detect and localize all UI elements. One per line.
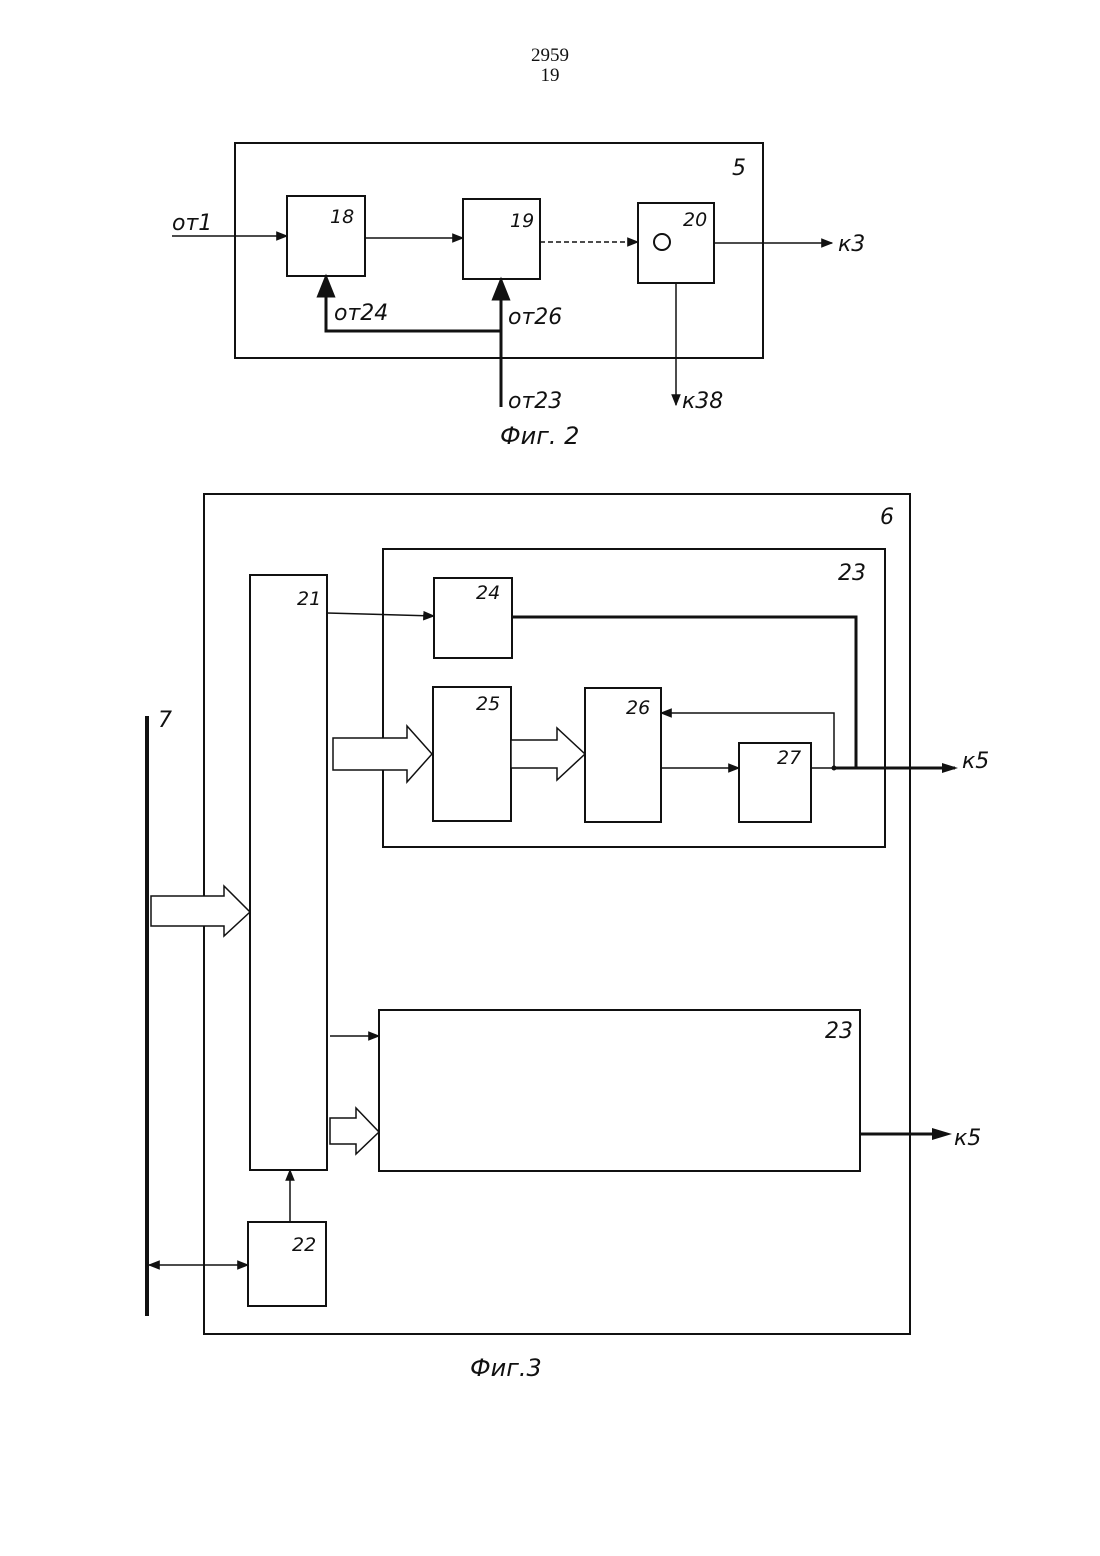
block-26-label: 26 (626, 697, 650, 719)
fig2: 5 18 19 20 от1 к3 к38 от24 от26 от23 Фиг… (172, 143, 865, 450)
block-21-label: 21 (297, 588, 321, 610)
output-to-5-top-label: к5 (962, 749, 989, 774)
sub-unit-23-bottom-label: 23 (825, 1019, 853, 1044)
output-to-5-bottom-label: к5 (954, 1126, 981, 1151)
bus-arrow-7-to-21 (151, 886, 250, 936)
arrow-21-to-24 (327, 613, 434, 616)
sub-unit-23-bottom (379, 1010, 860, 1171)
arrow-to-5-top-head (942, 763, 958, 773)
block-24-label: 24 (476, 582, 500, 604)
unit-6-frame (204, 494, 910, 1334)
output-to-38-label: к38 (682, 389, 723, 414)
block-20-label: 20 (683, 209, 707, 231)
unit-5-label: 5 (732, 156, 746, 181)
arrow-to-5-bottom-head (932, 1128, 952, 1140)
bus-arrow-25-to-26 (511, 728, 585, 780)
unit-5-frame (235, 143, 763, 358)
fig3: 6 7 21 22 23 24 25 26 27 23 (147, 494, 989, 1382)
inversion-circle-icon (654, 234, 670, 250)
input-from-1-label: от1 (172, 211, 212, 236)
bus-7-label: 7 (158, 708, 172, 733)
block-19-label: 19 (510, 210, 534, 232)
block-27-label: 27 (777, 747, 801, 769)
block-22-label: 22 (292, 1234, 316, 1256)
fig3-caption: Фиг.3 (470, 1354, 542, 1382)
unit-6-label: 6 (880, 505, 894, 530)
sub-unit-23-top-label: 23 (838, 561, 866, 586)
arrow-27-feedback-to-26 (661, 713, 834, 768)
input-from-26-label: от26 (508, 305, 562, 330)
fig2-caption: Фиг. 2 (500, 422, 579, 450)
input-from-24-label: от24 (334, 301, 388, 326)
block-24 (434, 578, 512, 658)
output-to-3-label: к3 (838, 232, 865, 257)
block-18-label: 18 (330, 206, 354, 228)
block-25-label: 25 (476, 693, 500, 715)
bus-arrow-21-to-23 (330, 1108, 379, 1154)
block-21 (250, 575, 327, 1170)
input-from-23-label: от23 (508, 389, 562, 414)
